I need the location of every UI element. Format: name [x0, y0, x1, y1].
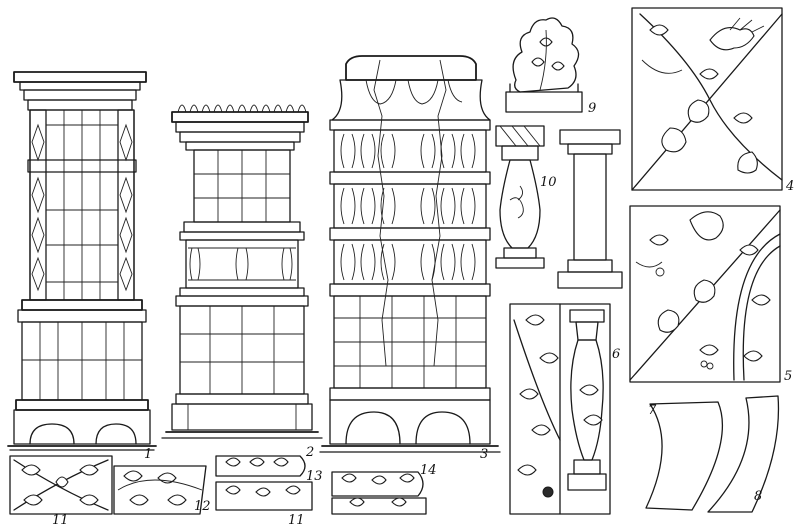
- crest-tile-drawing: [505, 17, 583, 113]
- stove-3-drawing: [319, 55, 501, 453]
- figure-label-13: 13: [306, 469, 323, 484]
- figure-label-12: 12: [194, 499, 211, 514]
- figure-label-11b: 11: [288, 513, 305, 527]
- figure-label-9: 9: [588, 101, 596, 116]
- figure-label-2: 2: [305, 445, 314, 460]
- ornament-panel-6-drawing: [509, 303, 611, 515]
- figure-label-6: 6: [612, 347, 620, 362]
- figure-labels: 1 2 3 4 5 6 7 8 9 10 11 11 12 13 14: [52, 101, 794, 527]
- ornament-panel-5-drawing: [629, 205, 781, 383]
- figure-label-5: 5: [784, 369, 792, 384]
- curved-tiles-drawing: [645, 395, 780, 513]
- stove-1-drawing: [7, 71, 157, 451]
- frieze-tiles-drawing: [9, 455, 427, 515]
- figure-label-1: 1: [144, 447, 152, 462]
- figure-label-4: 4: [785, 179, 794, 194]
- figure-label-3: 3: [480, 447, 488, 462]
- figure-label-7: 7: [648, 403, 657, 418]
- figure-label-10: 10: [540, 175, 557, 190]
- figure-label-11a: 11: [52, 513, 69, 527]
- column-tiles-drawing: [495, 125, 623, 289]
- stove-2-drawing: [161, 104, 323, 439]
- figure-label-14: 14: [420, 463, 437, 478]
- figure-label-8: 8: [754, 489, 762, 504]
- ornament-panel-4-drawing: [631, 7, 783, 191]
